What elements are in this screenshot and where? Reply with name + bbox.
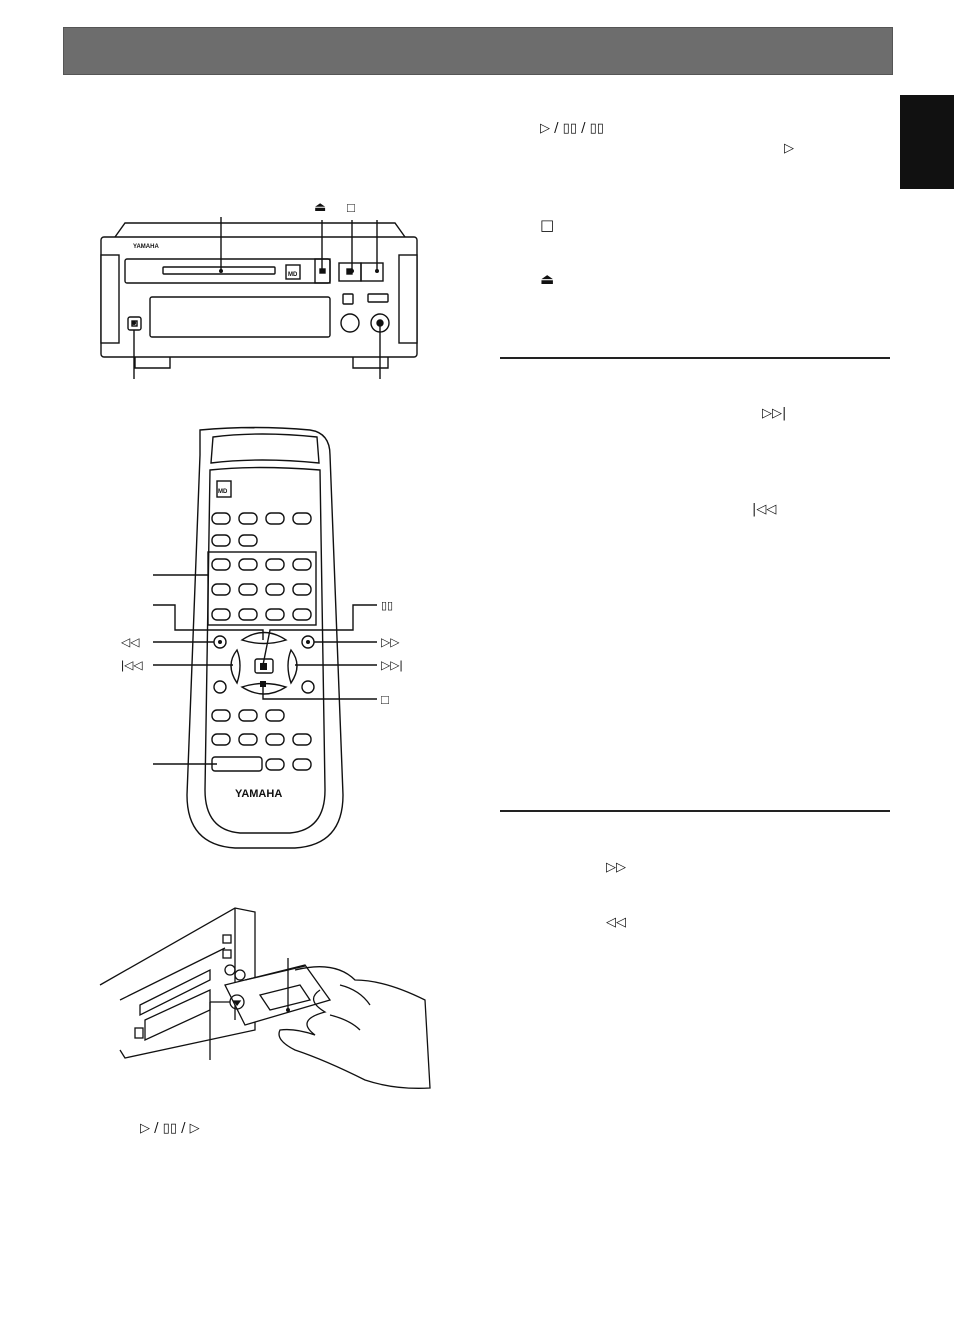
section-header-bar <box>63 27 893 75</box>
remote-logo: YAMAHA <box>235 788 282 800</box>
skip-back-icon: |◁◁ <box>752 502 777 517</box>
front-panel-illustration: YAMAHA MD ⏏ □ <box>100 199 418 379</box>
language-tab <box>900 95 954 189</box>
play-icon: ▷ <box>140 1121 150 1136</box>
play-pause-play-symbols: ▷ / ▯▯ / ▷ <box>140 1121 200 1136</box>
section-divider-2 <box>500 810 890 812</box>
pause-icon: ▯▯ <box>589 121 604 136</box>
skip-forward-icon: ▷▷| <box>381 658 403 672</box>
front-panel-logo: YAMAHA <box>133 244 159 250</box>
stop-icon: □ <box>540 216 555 234</box>
fast-forward-icon: ▷▷ <box>381 635 400 649</box>
rewind-icon: ◁◁ <box>606 915 626 930</box>
rewind-icon: ◁◁ <box>121 635 140 649</box>
play-icon: ▷ <box>784 141 794 156</box>
pause-icon: ▯▯ <box>562 121 577 136</box>
play-icon: ▷ <box>189 1121 200 1136</box>
md-logo: MD <box>288 272 298 278</box>
pause-icon: ▯▯ <box>162 1121 177 1136</box>
eject-icon: ⏏ <box>314 199 326 214</box>
play-pause-symbols: ▷ / ▯▯ / ▯▯ <box>540 121 604 136</box>
section-divider-1 <box>500 357 890 359</box>
fast-forward-icon: ▷▷ <box>606 860 626 875</box>
remote-control-illustration: MD YAMAHA ◁◁ |◁◁ ▯▯ ▷▷ ▷▷| □ <box>121 426 403 849</box>
eject-icon: ⏏ <box>540 270 555 288</box>
stop-icon: □ <box>347 200 355 215</box>
skip-back-icon: |◁◁ <box>121 658 143 672</box>
play-icon: ▷ <box>540 121 550 136</box>
pause-icon: ▯▯ <box>381 600 393 612</box>
disc-insertion-illustration <box>99 907 431 1089</box>
skip-forward-icon: ▷▷| <box>762 406 787 421</box>
stop-icon: □ <box>381 692 389 707</box>
md-logo: MD <box>218 489 228 495</box>
